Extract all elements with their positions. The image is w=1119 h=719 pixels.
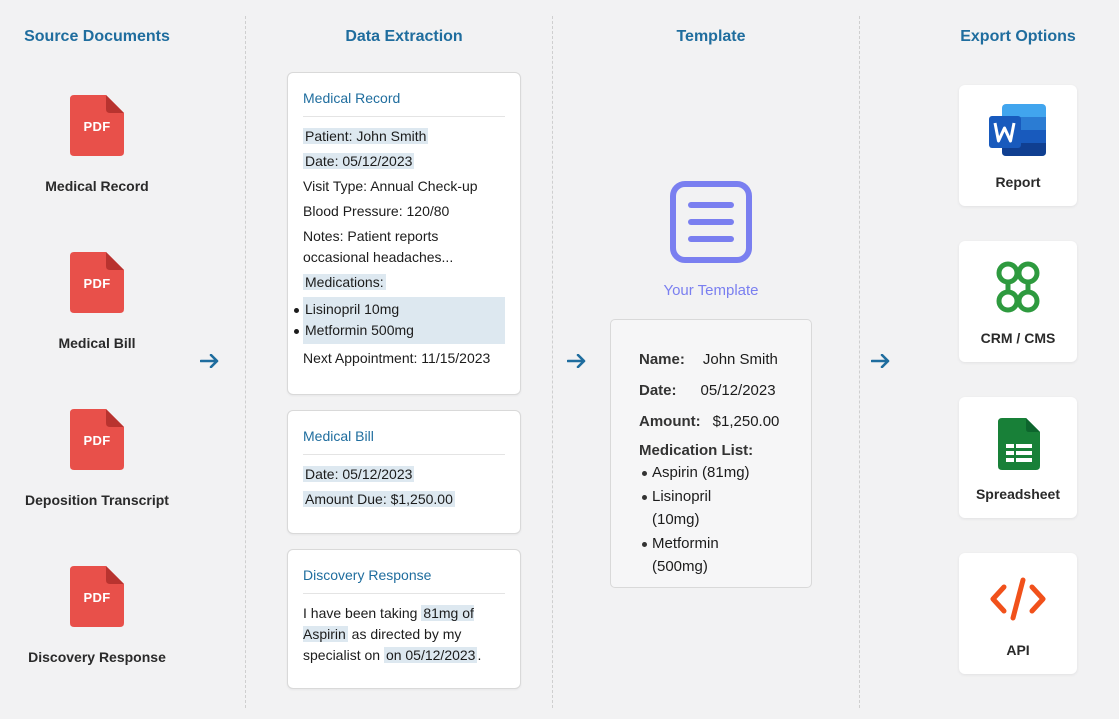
divider [552, 16, 553, 708]
extracted-patient: Patient: John Smith [303, 128, 429, 144]
list-item: Aspirin (81mg) [642, 461, 762, 485]
document-label: Medical Record [45, 178, 149, 194]
sheets-icon [998, 418, 1040, 470]
arrow-right-icon [871, 354, 890, 368]
card-title: Medical Bill [303, 428, 505, 455]
source-document-deposition-transcript[interactable]: PDF Deposition Transcript [0, 409, 194, 508]
next-appointment: Next Appointment: 11/15/2023 [303, 350, 491, 366]
export-option-report[interactable]: Report [959, 85, 1077, 206]
extraction-card-discovery-response: Discovery Response I have been taking 81… [287, 549, 521, 689]
medications-label: Medications: [303, 274, 386, 290]
field-label: Medication List: [639, 442, 754, 459]
field-label: Amount: [639, 413, 701, 430]
field-label: Date: [639, 382, 677, 399]
blood-pressure: Blood Pressure: 120/80 [303, 203, 450, 219]
extracted-date: Date: 05/12/2023 [303, 466, 415, 482]
divider [859, 16, 860, 708]
column-title-template: Template [676, 28, 746, 45]
pdf-badge: PDF [83, 119, 111, 134]
export-label: Spreadsheet [975, 486, 1061, 502]
export-label: CRM / CMS [980, 330, 1056, 346]
field-value: 05/12/2023 [700, 382, 776, 399]
list-item: Lisinopril (10mg) [642, 485, 762, 532]
arrow-right-icon [200, 354, 219, 368]
pdf-badge: PDF [83, 433, 111, 448]
export-label: API [1006, 642, 1030, 658]
field-value: John Smith [702, 351, 778, 368]
column-title-export: Export Options [960, 28, 1076, 45]
medication-list: Lisinopril 10mg Metformin 500mg [294, 297, 505, 344]
word-icon [989, 104, 1046, 156]
field-label: Name: [639, 351, 685, 368]
card-title: Medical Record [303, 90, 505, 117]
pdf-badge: PDF [83, 590, 111, 605]
list-item: Metformin 500mg [294, 320, 505, 341]
export-option-api[interactable]: API [959, 553, 1077, 674]
extraction-card-medical-bill: Medical Bill Date: 05/12/2023 Amount Due… [287, 410, 521, 534]
export-option-spreadsheet[interactable]: Spreadsheet [959, 397, 1077, 518]
source-document-discovery-response[interactable]: PDF Discovery Response [0, 566, 194, 665]
template-label: Your Template [663, 282, 759, 299]
source-document-medical-record[interactable]: PDF Medical Record [0, 95, 194, 194]
card-title: Discovery Response [303, 567, 505, 594]
arrow-right-icon [567, 354, 586, 368]
extracted-amount: Amount Due: $1,250.00 [303, 491, 455, 507]
field-value: $1,250.00 [712, 413, 780, 430]
text-fragment: I have been taking [303, 605, 422, 621]
source-document-medical-bill[interactable]: PDF Medical Bill [0, 252, 194, 351]
column-title-source: Source Documents [24, 28, 170, 45]
text-fragment: as directed by my specialist on [303, 626, 462, 663]
pdf-badge: PDF [83, 276, 111, 291]
discovery-text: I have been taking 81mg of Aspirin as di… [303, 603, 505, 666]
text-fragment: . [477, 647, 482, 663]
pdf-icon: PDF [70, 252, 124, 313]
extraction-card-medical-record: Medical Record Patient: John Smith Date:… [287, 72, 521, 395]
pdf-icon: PDF [70, 95, 124, 156]
pdf-icon: PDF [70, 409, 124, 470]
list-item: Lisinopril 10mg [294, 299, 505, 320]
pdf-icon: PDF [70, 566, 124, 627]
template-card: Name: John Smith Date: 05/12/2023 Amount: $… [610, 319, 812, 588]
notes: Notes: Patient reports occasional headac… [303, 228, 454, 265]
export-label: Report [995, 174, 1041, 190]
extracted-date: Date: 05/12/2023 [303, 153, 415, 169]
list-item: Metformin (500mg) [642, 532, 762, 579]
crm-icon [996, 261, 1040, 313]
extracted-date: on 05/12/2023 [383, 647, 478, 663]
document-label: Discovery Response [28, 649, 166, 665]
document-template-icon [670, 181, 752, 263]
code-icon [990, 577, 1046, 621]
divider [245, 16, 246, 708]
document-label: Medical Bill [58, 335, 136, 351]
column-title-extraction: Data Extraction [345, 28, 463, 45]
medication-list: Aspirin (81mg) Lisinopril (10mg) Metform… [642, 461, 811, 579]
document-label: Deposition Transcript [25, 492, 169, 508]
export-option-crm-cms[interactable]: CRM / CMS [959, 241, 1077, 362]
visit-type: Visit Type: Annual Check-up [303, 178, 478, 194]
